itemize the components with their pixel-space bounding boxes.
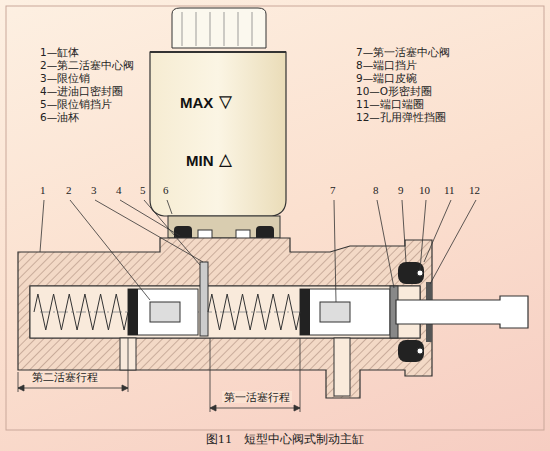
callout-number: 1: [40, 184, 46, 197]
part-list-entry: 1—缸体: [40, 46, 79, 58]
part-list-entry: 8—端口挡片: [356, 59, 417, 71]
second-center-valve: [150, 302, 180, 322]
second-piston: [128, 289, 198, 335]
leader-lines: [40, 200, 476, 302]
callout-number: 6: [163, 184, 169, 197]
push-rod: [396, 296, 528, 328]
callout-number: 4: [116, 184, 122, 197]
callout-number: 8: [373, 184, 379, 197]
piston-cup: [300, 289, 310, 335]
part-list-entry: 3—限位销: [40, 72, 90, 84]
callout-number: 9: [398, 184, 404, 197]
part-list-entry: 2—第二活塞中心阀: [40, 59, 134, 71]
stroke-label: 第二活塞行程: [30, 371, 100, 383]
part-list-entry: 10—O形密封圈: [356, 85, 432, 97]
level-mark: MAX ▽: [180, 94, 233, 113]
callout-number: 2: [66, 184, 72, 197]
part-list-entry: 9—端口皮碗: [356, 72, 417, 84]
part-list-entry: 11—端口端圈: [356, 98, 424, 110]
part-list-entry: 4—进油口密封圈: [40, 85, 123, 97]
cap-ribs: [182, 12, 252, 46]
stroke-dimensions: [18, 338, 300, 412]
callout-number: 5: [140, 184, 146, 197]
part-list-entry: 7—第一活塞中心阀: [356, 46, 450, 58]
part-list-entry: 6—油杯: [40, 111, 79, 123]
callout-number: 7: [330, 184, 336, 197]
callout-number: 3: [91, 184, 97, 197]
reservoir-rim: [150, 51, 286, 53]
callout-number: 10: [419, 184, 430, 197]
part-list-entry: 12—孔用弹性挡圈: [356, 111, 446, 123]
first-piston: [300, 289, 390, 335]
first-center-valve: [320, 302, 350, 322]
stop-pin: [200, 262, 208, 336]
reservoir-body: [150, 52, 286, 216]
return-spring: [208, 294, 300, 330]
reservoir-cap: [172, 8, 266, 48]
part-list-entry: 5—限位销挡片: [40, 98, 112, 110]
caption: 图11 短型中心阀式制动主缸: [206, 433, 365, 446]
level-mark: MIN △: [186, 152, 233, 171]
frame: [6, 6, 544, 430]
piston-cup: [128, 289, 138, 335]
bore: [30, 286, 420, 338]
reservoir: MAX ▽ MIN △: [150, 52, 286, 216]
return-spring: [34, 294, 128, 330]
callout-number: 11: [444, 184, 455, 197]
cylinder-body: [18, 238, 432, 398]
end-cup: [398, 340, 424, 362]
stroke-label: 第一活塞行程: [222, 391, 292, 403]
o-ring: [417, 348, 423, 354]
outlet-port: [334, 338, 350, 396]
callout-number: 12: [469, 184, 480, 197]
o-ring: [417, 270, 423, 276]
